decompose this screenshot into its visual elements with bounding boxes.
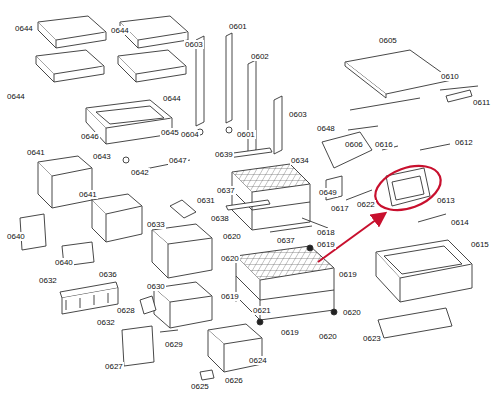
callout-number: 0625 [190,382,210,391]
callout-number: 0620 [342,308,362,317]
callout-number: 0617 [330,204,350,213]
callout-number: 0627 [104,362,124,371]
callout-number: 0616 [374,140,394,149]
callout-number: 0619 [338,270,358,279]
callout-number: 0639 [214,150,234,159]
callout-number: 0605 [378,36,398,45]
callout-number: 0632 [38,276,58,285]
callout-number: 0622 [356,200,376,209]
callout-number: 0621 [252,306,272,315]
callout-number: 0604 [180,130,200,139]
callout-number: 0620 [220,254,240,263]
callout-number: 0606 [344,140,364,149]
callout-number: 0613 [436,196,456,205]
callout-number: 0601 [236,130,256,139]
callout-number: 0637 [216,186,236,195]
callout-number: 0630 [146,282,166,291]
callout-number: 0603 [184,40,204,49]
callout-number: 0619 [316,240,336,249]
callout-number: 0612 [454,138,474,147]
callout-number: 0620 [318,332,338,341]
callout-number: 0615 [470,240,490,249]
callout-number: 0619 [220,292,240,301]
callout-number: 0611 [472,98,491,107]
callout-number: 0628 [116,306,136,315]
callout-number: 0620 [222,232,242,241]
callout-number: 0634 [290,156,310,165]
callout-number: 0641 [26,148,46,157]
callout-number: 0648 [316,124,336,133]
callout-number: 0602 [250,52,270,61]
callout-number: 0637 [276,236,296,245]
callout-number: 0601 [228,22,248,31]
callout-number: 0646 [80,132,100,141]
callout-number: 0649 [318,188,338,197]
callout-number: 0645 [160,128,180,137]
callout-number: 0633 [146,220,166,229]
callout-number: 0603 [288,110,308,119]
callout-number: 0614 [450,218,470,227]
callout-number: 0623 [362,334,382,343]
callout-number: 0640 [54,258,74,267]
callout-number: 0632 [96,318,116,327]
callout-number: 0641 [78,190,98,199]
callout-number: 0647 [168,156,188,165]
callout-number: 0640 [6,232,26,241]
callout-number: 0642 [130,168,150,177]
callout-number: 0644 [162,94,182,103]
callout-number: 0644 [110,26,130,35]
callout-number: 0638 [210,214,230,223]
callout-number: 0629 [164,340,184,349]
callout-number: 0643 [92,152,112,161]
callout-number: 0644 [6,92,26,101]
callout-number: 0631 [196,196,216,205]
callout-number: 0644 [14,24,34,33]
callout-number: 0618 [316,228,336,237]
callout-number: 0610 [440,72,460,81]
callout-number: 0636 [98,270,118,279]
callout-number: 0626 [224,376,244,385]
callout-number: 0624 [248,356,268,365]
callout-number: 0619 [280,328,300,337]
